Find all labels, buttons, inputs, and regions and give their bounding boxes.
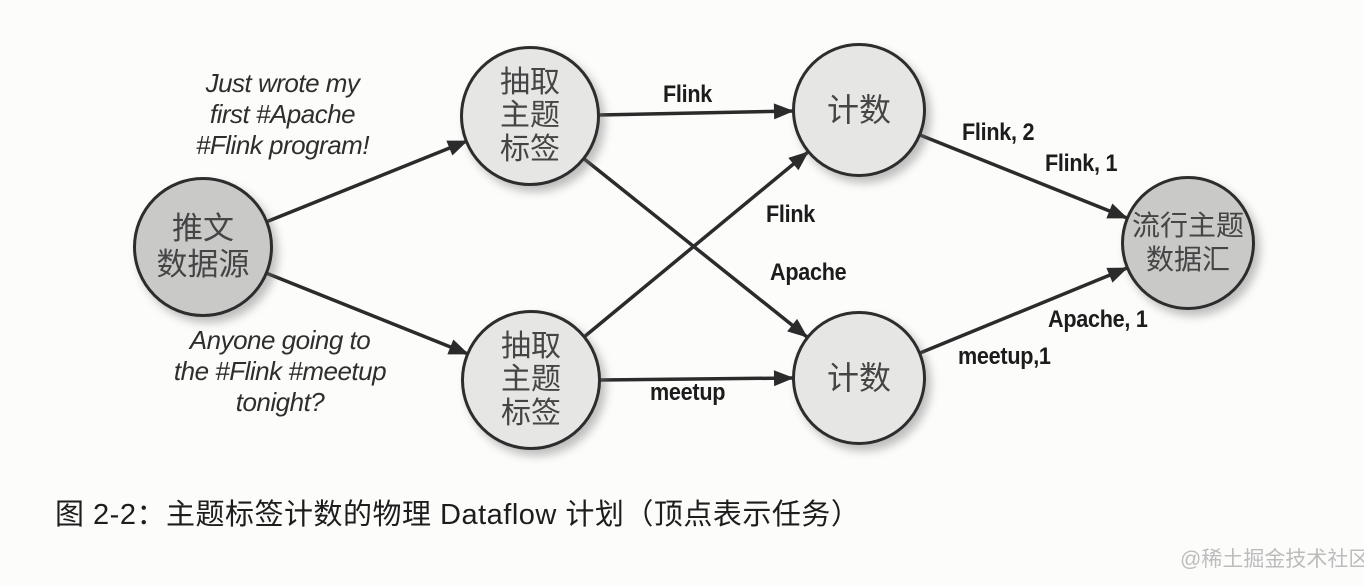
edge-label-apache-1: Apache, 1 (1048, 306, 1148, 333)
edge-label-flink-2: Flink, 2 (962, 119, 1035, 146)
node-popular-topics-sink: 流行主题 数据汇 (1121, 176, 1255, 310)
edge-label-apache: Apache (770, 259, 847, 286)
edge-extract-top-to-count-top (597, 103, 794, 120)
node-extract-hashtags-top: 抽取 主题 标签 (460, 46, 600, 186)
tweet-annotation-bottom: Anyone going to the #Flink #meetup tonig… (173, 325, 387, 417)
node-count-top: 计数 (792, 43, 926, 177)
node-extract-hashtags-bottom: 抽取 主题 标签 (461, 310, 601, 450)
edge-label-flink-1: Flink, 1 (1045, 150, 1118, 177)
edge-label-meetup: meetup (650, 379, 726, 406)
edge-count-bottom-to-sink (919, 266, 1128, 355)
node-tweet-source: 推文 数据源 (133, 177, 273, 317)
node-count-bottom: 计数 (792, 311, 926, 445)
edge-label-meetup-1: meetup,1 (958, 343, 1051, 370)
edge-source-to-extract-top (265, 139, 468, 224)
edge-extract-bottom-to-count-top (582, 150, 810, 339)
edge-source-to-extract-bottom (265, 271, 469, 356)
watermark-text: @稀土掘金技术社区 (1180, 548, 1364, 571)
tweet-annotation-top: Just wrote my first #Apache #Flink progr… (195, 68, 370, 160)
edge-extract-bottom-to-count-bottom (598, 370, 794, 387)
figure-caption: 图 2-2：主题标签计数的物理 Dataflow 计划（顶点表示任务） (55, 499, 861, 531)
edge-label-flink-top: Flink (663, 81, 713, 108)
edge-count-top-to-sink (919, 133, 1128, 220)
edge-label-flink-middle: Flink (766, 201, 816, 228)
